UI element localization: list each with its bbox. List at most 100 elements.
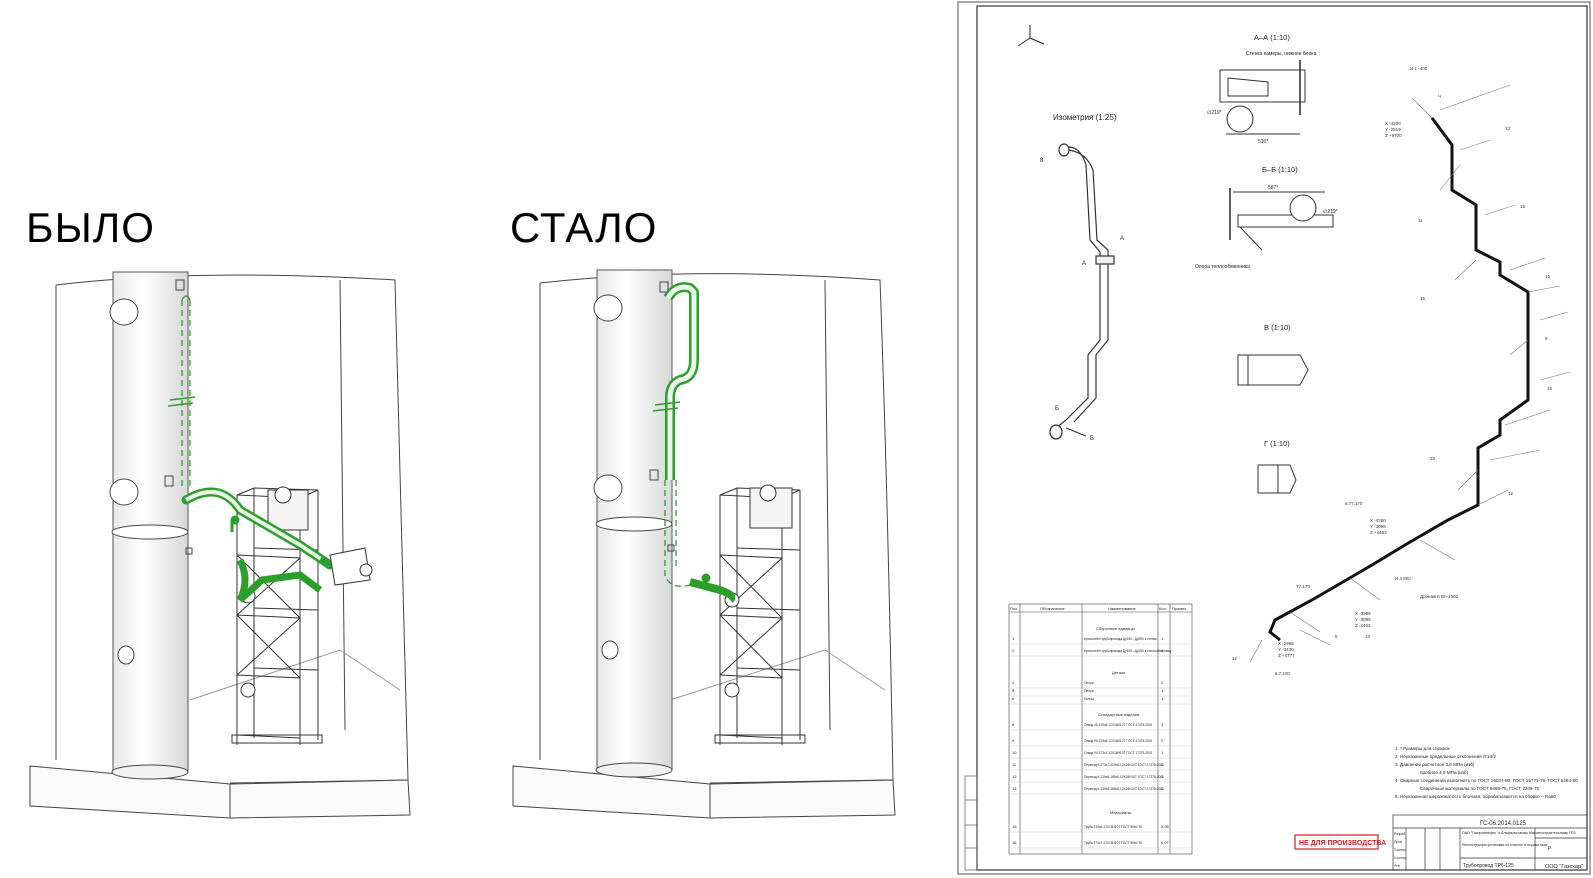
spec-row-pos: 15 xyxy=(1012,824,1017,829)
section-bb-title: Б–Б (1:10) xyxy=(1262,165,1298,174)
spec-row-qty: 1 xyxy=(1161,762,1164,767)
spec-row-pos: 12 xyxy=(1012,774,1017,779)
svg-text:8: 8 xyxy=(1545,336,1548,341)
svg-text:Х -3996: Х -3996 xyxy=(1355,611,1371,616)
section-aa xyxy=(1219,60,1306,135)
company: ООО "Газсхар" xyxy=(1545,864,1583,870)
spec-row-name: Переход К-219х6-168х6-12Х18Н10Т ГОСТ 173… xyxy=(1084,775,1164,779)
svg-text:Ч: Ч xyxy=(1438,94,1441,99)
svg-text:Пров.: Пров. xyxy=(1394,840,1403,844)
spec-sections: Сборочные единицы Детали Стандартные изд… xyxy=(1096,626,1139,815)
note-line: 2. Неуказанные предельные отклонения IT1… xyxy=(1395,754,1496,759)
spec-row-name: Гильза xyxy=(1084,697,1094,701)
spec-row-pos: 6 xyxy=(1012,696,1015,701)
svg-text:12: 12 xyxy=(1508,491,1514,496)
svg-text:Y -3099: Y -3099 xyxy=(1370,524,1386,529)
svg-text:Дренаж в Вл-2502: Дренаж в Вл-2502 xyxy=(1420,594,1459,599)
spec-row-name: Переход К-273х7-219х6-12Х18Н10Т ГОСТ 173… xyxy=(1084,763,1164,767)
svg-text:15: 15 xyxy=(1520,204,1526,209)
note-line: пробное 4,5 МПа (изб) xyxy=(1420,770,1469,775)
section-aa-title: А–А (1:10) xyxy=(1254,33,1290,42)
spec-row-name: Отвод 90-273х7-12Х18Н10Т ГОСТ 17375-2001 xyxy=(1084,751,1153,755)
spec-row-name: Отвод 90-219х6-12Х18Н10Т ГОСТ 17375-2001 xyxy=(1084,739,1153,743)
spec-row-pos: 8 xyxy=(1012,722,1015,727)
svg-text:16: 16 xyxy=(1545,274,1551,279)
svg-text:8: 8 xyxy=(1040,158,1044,164)
svg-text:И 4 500: И 4 500 xyxy=(1395,576,1411,581)
spec-row-name: Труба 219х6-12Х18Н10Т ГОСТ 9940-78 xyxy=(1084,825,1142,829)
title-roles: Разраб. Пров. Т.контр. Н.контр. Утв. xyxy=(1394,832,1407,868)
spec-row-pos: 2 xyxy=(1012,648,1015,653)
spec-row-qty: 1 xyxy=(1161,648,1164,653)
spec-row-qty: 1 xyxy=(1161,636,1164,641)
section-bb xyxy=(1229,188,1334,251)
svg-text:Кол.: Кол. xyxy=(1159,606,1167,611)
svg-text:в.77,170: в.77,170 xyxy=(1345,501,1363,506)
svg-text:Материалы: Материалы xyxy=(1110,810,1132,815)
note-line: Сварочные материалы по ГОСТ 9466-75, ГОС… xyxy=(1420,786,1540,791)
isometry-pipe xyxy=(1049,143,1115,440)
svg-text:Z +9700: Z +9700 xyxy=(1385,133,1402,138)
spec-row-pos: 11 xyxy=(1012,762,1017,767)
svg-text:Утв.: Утв. xyxy=(1394,864,1401,868)
svg-text:Стандартные изделия: Стандартные изделия xyxy=(1098,712,1139,717)
svg-text:Сборочные единицы: Сборочные единицы xyxy=(1096,626,1135,631)
svg-text:Б: Б xyxy=(1090,436,1094,442)
svg-text:Z +4777: Z +4777 xyxy=(1278,653,1295,658)
before-pipeline xyxy=(167,295,351,603)
note-line: 4. Сварные соединения выполнить по ГОСТ … xyxy=(1395,778,1578,783)
view-g-title: Г (1:10) xyxy=(1264,439,1290,448)
bb-diameter: ∅219* xyxy=(1323,209,1338,215)
aa-top-note: Стенка камеры, нижнее блока xyxy=(1246,51,1317,57)
note-line: 5. Неуказанная шероховатость блочная, об… xyxy=(1395,794,1556,799)
spec-row-name: Кронштейн трубопровода Ду150...Ду250 к с… xyxy=(1084,637,1157,641)
svg-text:Разраб.: Разраб. xyxy=(1394,832,1406,836)
after-pipeline xyxy=(652,282,736,603)
spec-row-qty: 1 xyxy=(1161,774,1164,779)
svg-text:Z -4463: Z -4463 xyxy=(1355,623,1371,628)
svg-text:Поз.: Поз. xyxy=(1010,606,1018,611)
svg-text:Y -3430: Y -3430 xyxy=(1278,647,1294,652)
view-g xyxy=(1257,464,1297,494)
spec-row-pos: 1 xyxy=(1012,636,1015,641)
spec-row-name: Опора xyxy=(1084,681,1094,685)
svg-text:15: 15 xyxy=(1420,296,1426,301)
svg-text:Примеч.: Примеч. xyxy=(1172,606,1187,611)
bb-support-note: Опора теплообменника xyxy=(1195,264,1250,270)
svg-text:12: 12 xyxy=(1232,656,1238,661)
svg-text:Детали: Детали xyxy=(1112,670,1125,675)
spec-row-qty: 1 xyxy=(1161,688,1164,693)
svg-text:Т7,170: Т7,170 xyxy=(1296,584,1311,589)
before-model xyxy=(29,271,411,819)
svg-text:11: 11 xyxy=(1418,218,1423,223)
not-for-production-stamp: НЕ ДЛЯ ПРОИЗВОДСТВА xyxy=(1294,834,1386,850)
sheet-letter: Р xyxy=(1548,846,1552,852)
title-block xyxy=(1392,814,1588,871)
after-label: СТАЛО xyxy=(510,204,658,251)
spec-row-pos: 5 xyxy=(1012,688,1015,693)
spec-row-name: Кронштейн трубопровода Ду150...Ду250 к т… xyxy=(1084,649,1172,653)
svg-text:Х -4200: Х -4200 xyxy=(1385,121,1401,126)
view-v xyxy=(1237,354,1309,386)
svg-text:Н.контр.: Н.контр. xyxy=(1394,856,1407,860)
spec-row-pos: 10 xyxy=(1012,750,1017,755)
spec-row-qty: 1 xyxy=(1161,722,1164,727)
svg-text:Х -4360: Х -4360 xyxy=(1370,518,1386,523)
note-line: 3. Давление расчетное 3,6 МПа (изб) xyxy=(1395,762,1475,767)
isometry-title: Изометрия (1:25) xyxy=(1053,113,1117,122)
spec-header: Поз. Обозначение Наименование Кол. Приме… xyxy=(1010,606,1187,611)
spec-row-qty: 2 xyxy=(1161,738,1164,743)
svg-text:А: А xyxy=(1120,236,1124,242)
title-desc: Реконструкция установки по очистке и осу… xyxy=(1462,843,1547,847)
svg-text:И 1 -400: И 1 -400 xyxy=(1410,66,1428,71)
spec-row-qty: 1 xyxy=(1161,750,1164,755)
svg-text:НЕ ДЛЯ ПРОИЗВОДСТВА: НЕ ДЛЯ ПРОИЗВОДСТВА xyxy=(1299,840,1386,847)
svg-text:Обозначение: Обозначение xyxy=(1040,606,1066,611)
aa-dimension: 510* xyxy=(1258,139,1268,145)
drawing-sheet: Изометрия (1:25) 8 А А Б Б А–А (1:10) Ст… xyxy=(957,1,1591,875)
svg-text:Т.контр.: Т.контр. xyxy=(1394,848,1406,852)
svg-text:Y -2519: Y -2519 xyxy=(1385,127,1401,132)
svg-text:Х -2965: Х -2965 xyxy=(1278,641,1294,646)
spec-row-qty: 0,07 xyxy=(1161,840,1170,845)
